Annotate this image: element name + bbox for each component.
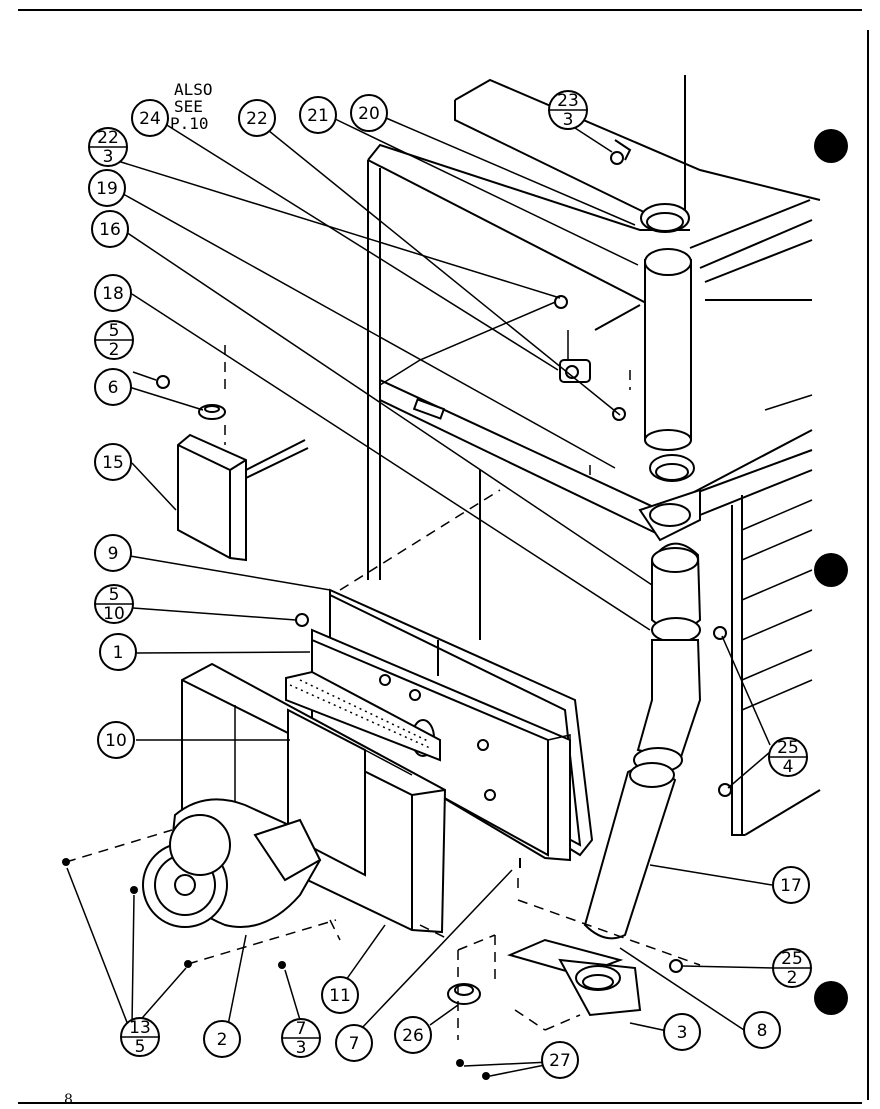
fraction-bottom: 3 (563, 110, 574, 130)
vent-pipes-upper (638, 75, 701, 542)
callout-label: 11 (329, 986, 351, 1006)
fraction-top: 22 (97, 128, 119, 148)
fraction-bottom: 2 (109, 340, 120, 360)
callout-6: 6 (94, 368, 132, 406)
callout-label: 17 (780, 876, 802, 896)
vent-base-collar (507, 938, 683, 1017)
callout-label: 15 (102, 453, 124, 473)
callout-8: 8 (743, 1011, 781, 1049)
fraction-bottom: 3 (296, 1038, 307, 1058)
fraction-top: 25 (777, 738, 799, 758)
callout-label: 16 (99, 220, 121, 240)
callout-18: 18 (94, 274, 132, 312)
callout-22-over-3: 22 3 (88, 127, 128, 167)
fraction-top: 25 (781, 949, 803, 969)
callout-10: 10 (97, 721, 135, 759)
callout-5-over-10: 5 10 (94, 584, 134, 624)
callout-25-over-2: 25 2 (772, 948, 812, 988)
screw (482, 1072, 490, 1080)
fraction-top: 23 (557, 91, 579, 111)
callout-label: 24 (139, 109, 161, 129)
callout-24: 24 (131, 99, 169, 137)
binder-hole-middle (814, 553, 848, 587)
perforated-baffle (285, 670, 441, 762)
leader-lines (66, 117, 775, 1077)
callout-label: 22 (246, 109, 268, 129)
assembly-dash-lines (65, 345, 701, 1040)
callout-label: 20 (358, 104, 380, 124)
screw (130, 886, 138, 894)
fraction-top: 5 (109, 321, 120, 341)
callout-27: 27 (541, 1041, 579, 1079)
callout-21: 21 (299, 96, 337, 134)
note-line-2: SEE (174, 97, 203, 116)
screw (295, 613, 309, 627)
binder-hole-bottom (814, 981, 848, 1015)
callout-17: 17 (772, 866, 810, 904)
callout-7-over-3: 7 3 (281, 1018, 321, 1058)
callout-19: 19 (88, 169, 126, 207)
fraction-bottom: 3 (103, 147, 114, 167)
screw (713, 626, 727, 640)
callout-label: 18 (102, 284, 124, 304)
callout-label: 7 (349, 1034, 360, 1054)
callout-label: 2 (217, 1030, 228, 1050)
callout-label: 1 (113, 643, 124, 663)
callout-25-over-4: 25 4 (768, 737, 808, 777)
screw (278, 961, 286, 969)
screw (554, 295, 568, 309)
callout-label: 8 (757, 1021, 768, 1041)
callout-label: 9 (108, 544, 119, 564)
fraction-top: 5 (109, 585, 120, 605)
callout-label: 6 (108, 378, 119, 398)
see-also-note: ALSO SEE P.10 (170, 80, 213, 133)
inducer-blower (62, 798, 322, 969)
fraction-bottom: 10 (103, 604, 125, 624)
callout-label: 26 (402, 1026, 424, 1046)
note-line-1: ALSO (174, 80, 213, 99)
note-line-3: P.10 (170, 114, 209, 133)
callout-5-over-2: 5 2 (94, 320, 134, 360)
fraction-bottom: 5 (135, 1037, 146, 1057)
page-border (18, 9, 869, 1104)
screw (718, 783, 732, 797)
fraction-bottom: 2 (787, 968, 798, 988)
page-number: 8 (64, 1092, 73, 1108)
fraction-top: 7 (296, 1019, 307, 1039)
screw (669, 959, 683, 973)
screw (456, 1059, 464, 1067)
pressure-switch-assembly (554, 151, 626, 421)
callout-label: 21 (307, 106, 329, 126)
callout-11: 11 (321, 976, 359, 1014)
callout-13-over-5: 13 5 (120, 1017, 160, 1057)
screw (610, 151, 624, 165)
callout-26: 26 (394, 1016, 432, 1054)
vent-pipes-lower (583, 542, 732, 940)
callout-label: 19 (96, 179, 118, 199)
callout-22: 22 (238, 99, 276, 137)
callout-15: 15 (94, 443, 132, 481)
binder-hole-top (814, 129, 848, 163)
callout-3: 3 (663, 1013, 701, 1051)
callout-9: 9 (94, 534, 132, 572)
callout-23-over-3: 23 3 (548, 90, 588, 130)
callout-2: 2 (203, 1020, 241, 1058)
screw (156, 375, 170, 389)
fraction-bottom: 4 (783, 757, 794, 777)
callout-label: 3 (677, 1023, 688, 1043)
callout-7: 7 (335, 1024, 373, 1062)
callout-20: 20 (350, 94, 388, 132)
limit-switch (447, 858, 521, 1080)
part-cap-and-box (156, 375, 309, 562)
fraction-top: 13 (129, 1018, 151, 1038)
callout-16: 16 (91, 210, 129, 248)
callout-label: 27 (549, 1051, 571, 1071)
callout-label: 10 (105, 731, 127, 751)
callout-1: 1 (99, 633, 137, 671)
